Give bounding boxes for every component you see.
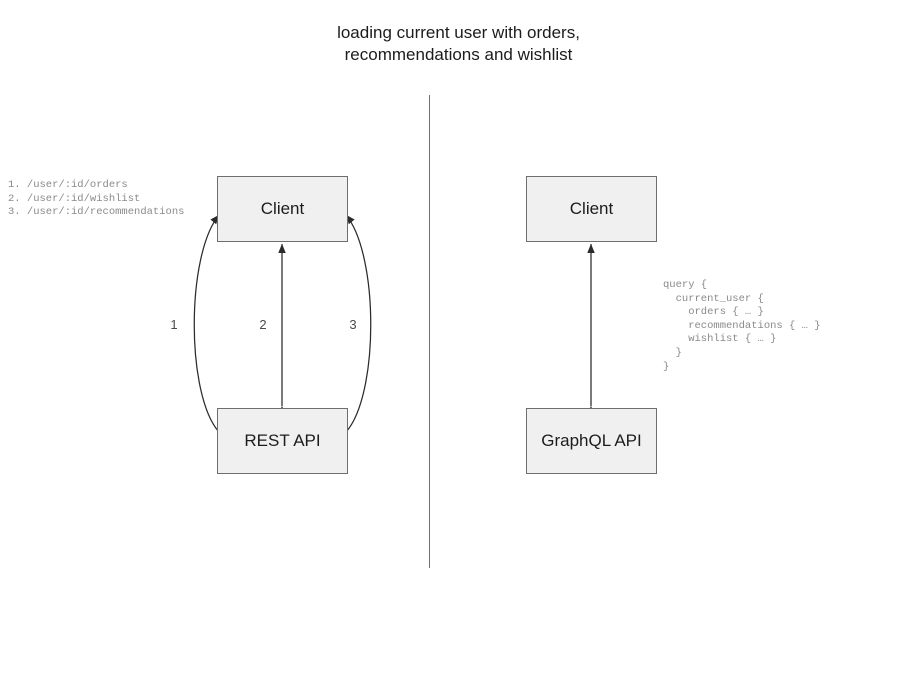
edge-label-1: 1 bbox=[170, 317, 178, 332]
rest-endpoints-annotation: 1. /user/:id/orders 2. /user/:id/wishlis… bbox=[8, 179, 185, 219]
node-rest-client[interactable]: Client bbox=[217, 176, 348, 242]
panel-divider bbox=[429, 95, 430, 568]
node-rest-api[interactable]: REST API bbox=[217, 408, 348, 474]
graphql-query-annotation: query { current_user { orders { … } reco… bbox=[663, 279, 821, 373]
edge-label-2: 2 bbox=[259, 317, 267, 332]
page-title: loading current user with orders, recomm… bbox=[337, 23, 580, 64]
edge-label-3: 3 bbox=[349, 317, 357, 332]
node-graphql-client[interactable]: Client bbox=[526, 176, 657, 242]
edge-rest-1 bbox=[193, 214, 228, 442]
node-graphql-api[interactable]: GraphQL API bbox=[526, 408, 657, 474]
